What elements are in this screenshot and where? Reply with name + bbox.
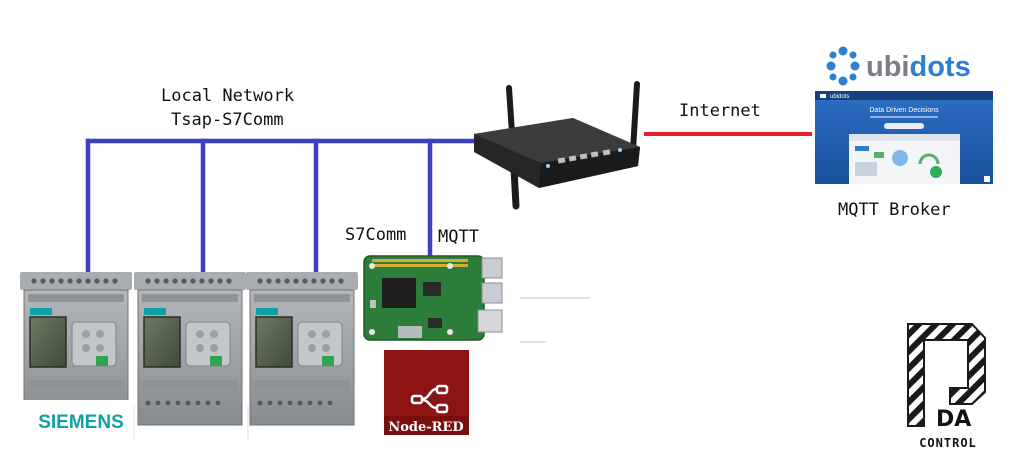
ubidots-suffix: dots: [910, 51, 971, 83]
raspberry-pi: [363, 255, 503, 341]
mqtt-broker-label: MQTT Broker: [838, 200, 951, 220]
pda-letters: DA: [936, 407, 971, 432]
plc-2: [133, 271, 247, 426]
s7comm-label: S7Comm: [345, 225, 407, 245]
router: [474, 81, 640, 210]
local-network-label: Local Network: [161, 86, 295, 106]
ubidots-screenshot: ubidots Data Driven Decisions: [815, 91, 993, 184]
screenshot-header: ubidots: [830, 94, 849, 100]
internet-label: Internet: [679, 101, 761, 121]
mqtt-label: MQTT: [438, 227, 479, 247]
tsap-label: Tsap-S7Comm: [171, 110, 284, 130]
node-red-label: Node-RED: [388, 420, 463, 435]
siemens-logo: SIEMENS: [20, 400, 132, 440]
node-red-logo: Node-RED: [384, 350, 469, 435]
plc-3: [245, 271, 359, 426]
ubidots-prefix: ubi: [866, 51, 910, 83]
lan-wiring: [85, 138, 479, 283]
pda-sub: CONTROL: [919, 436, 977, 450]
siemens-label: SIEMENS: [38, 412, 124, 433]
pda-control-logo: DA CONTROL: [907, 323, 986, 450]
ubidots-logo: ubidots: [826, 46, 971, 86]
svg-text:ubidots: ubidots: [866, 51, 971, 83]
screenshot-title: Data Driven Decisions: [869, 107, 939, 114]
